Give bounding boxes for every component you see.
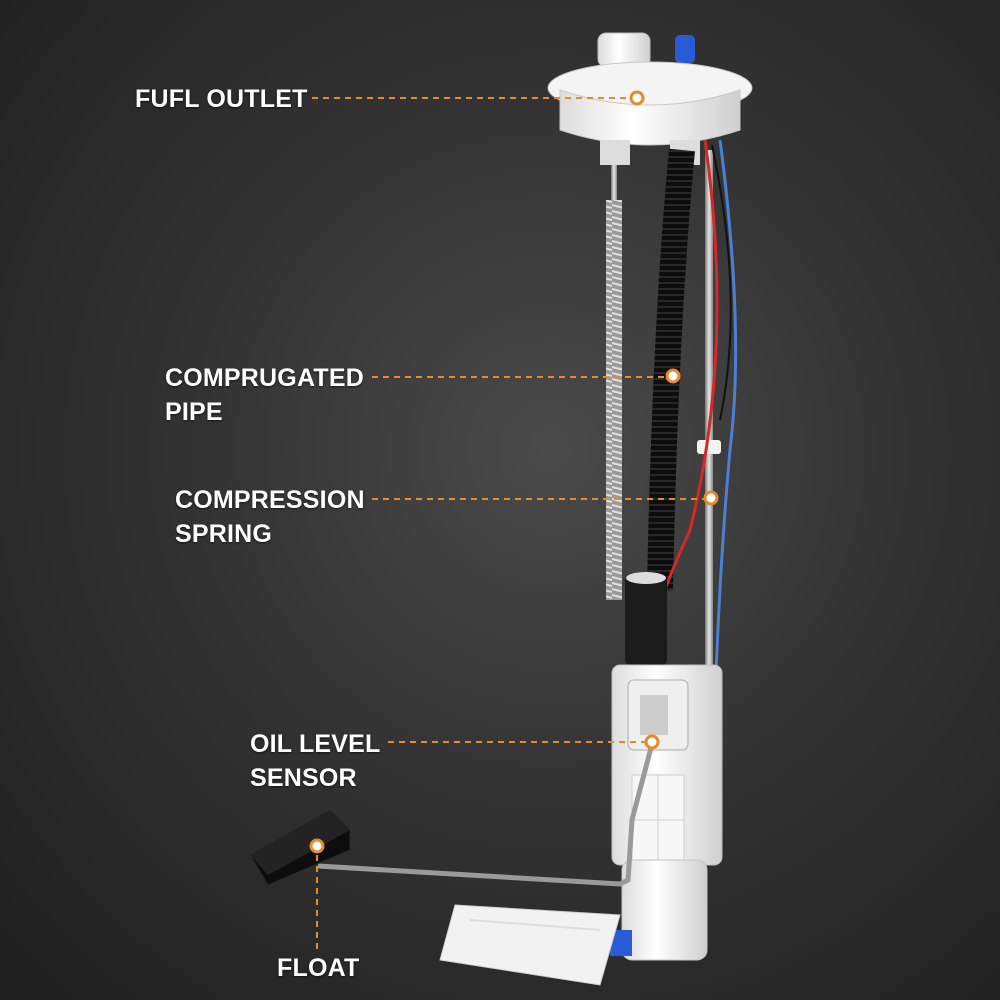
- compression-spring-label-line1: COMPRESSION: [175, 486, 365, 514]
- float: [249, 809, 351, 886]
- corrugated-pipe: [647, 148, 695, 591]
- corrugated-pipe-marker: [665, 368, 681, 384]
- float-marker: [309, 838, 325, 854]
- oil-level-sensor-label: OIL LEVEL SENSOR: [250, 727, 381, 795]
- fuel-outlet-label: FUFL OUTLET: [135, 82, 308, 116]
- oil-level-sensor-label-line1: OIL LEVEL: [250, 730, 381, 758]
- fuel-outlet-label-line1: FUFL OUTLET: [135, 85, 308, 113]
- oil-level-sensor-label-line2: SENSOR: [250, 764, 357, 792]
- corrugated-pipe-label-line2: PIPE: [165, 398, 223, 426]
- compression-spring-label-line2: SPRING: [175, 520, 273, 548]
- callout-lines: [312, 97, 705, 950]
- oil-level-sensor-marker: [644, 734, 660, 750]
- corrugated-pipe-label: COMPRUGATED PIPE: [165, 361, 364, 429]
- float-label-line1: FLOAT: [277, 954, 360, 982]
- fuel-outlet-marker: [629, 90, 645, 106]
- fuel-filter-strainer: [439, 904, 621, 986]
- right-guide-rod: [697, 150, 721, 780]
- pump-body: [610, 572, 723, 961]
- compression-spring-label: COMPRESSION SPRING: [175, 483, 365, 551]
- compression-spring-marker: [703, 490, 719, 506]
- float-label: FLOAT: [277, 951, 359, 985]
- left-guide-rod: [606, 165, 622, 600]
- callout-markers: [309, 90, 719, 854]
- float-arm: [317, 743, 655, 887]
- corrugated-pipe-label-line1: COMPRUGATED: [165, 364, 364, 392]
